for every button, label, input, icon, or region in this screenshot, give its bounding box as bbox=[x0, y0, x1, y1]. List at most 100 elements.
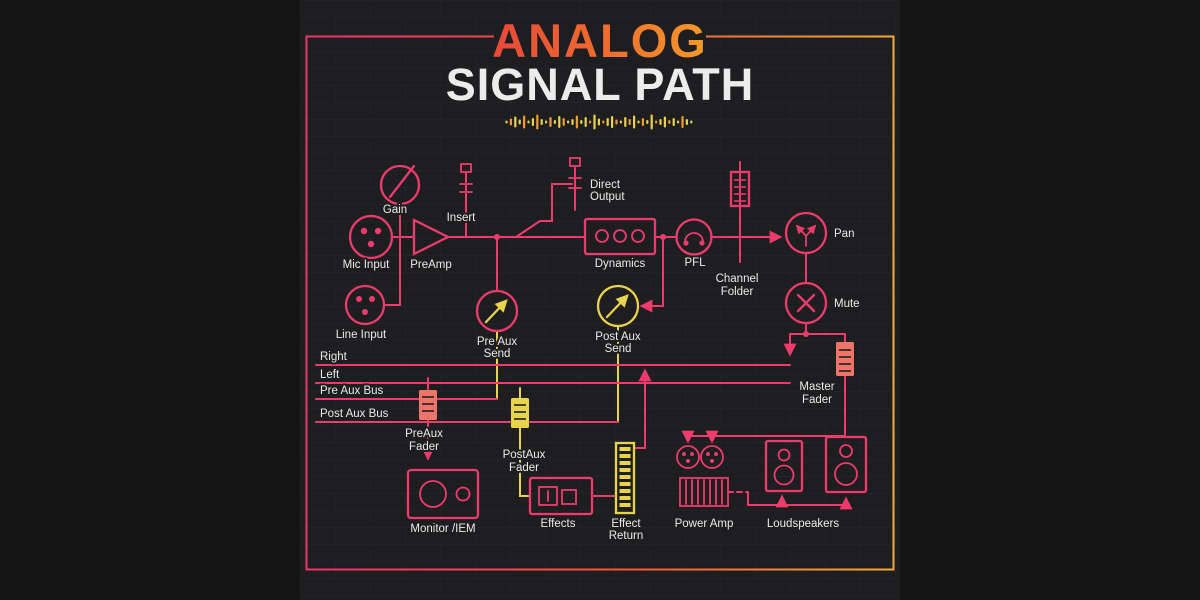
waveform-bar bbox=[531, 118, 534, 126]
gain-knob-icon bbox=[379, 164, 421, 206]
waveform-bar bbox=[672, 118, 675, 126]
post-aux-send-label-line2: Send bbox=[605, 343, 632, 355]
node-mute: Mute bbox=[784, 281, 862, 325]
channel-fader-handle-icon bbox=[729, 170, 751, 208]
monitor-iem-label: Monitor /IEM bbox=[410, 523, 475, 535]
meter-segment bbox=[619, 482, 631, 486]
node-power-amp: Power Amp bbox=[673, 445, 735, 532]
waveform-bar bbox=[677, 120, 680, 124]
meter-segment bbox=[619, 454, 631, 458]
waveform-bar bbox=[659, 119, 662, 125]
power-amp-heatsink-icon bbox=[679, 477, 729, 507]
meter-segment bbox=[619, 489, 631, 493]
waveform-bar bbox=[549, 117, 552, 127]
waveform-bar bbox=[540, 119, 543, 125]
pfl-label: PFL bbox=[684, 257, 706, 269]
bus-lines: Right Left Pre Aux Bus Post Aux Bus bbox=[315, 349, 791, 423]
power-amp-xlr-right-icon bbox=[700, 445, 724, 469]
pfl-headphones-icon bbox=[675, 218, 713, 256]
waveform-bar bbox=[641, 118, 644, 126]
node-post-aux-send: Post Aux Send bbox=[593, 284, 643, 357]
node-insert: Insert bbox=[445, 163, 478, 238]
waveform-bar bbox=[611, 116, 614, 128]
waveform-bar bbox=[637, 120, 640, 124]
bus-label-post-aux: Post Aux Bus bbox=[320, 408, 389, 420]
page-title-line2: SIGNAL PATH bbox=[446, 59, 755, 110]
master-fader-label-line2: Fader bbox=[802, 394, 832, 406]
direct-output-label-line2: Output bbox=[590, 191, 625, 203]
loudspeaker-right-icon bbox=[824, 435, 868, 494]
pan-label: Pan bbox=[834, 228, 854, 240]
dynamics-label: Dynamics bbox=[595, 258, 646, 270]
effects-label: Effects bbox=[541, 518, 576, 530]
node-direct-output: Direct Output bbox=[568, 157, 627, 211]
node-mic-input: Mic Input bbox=[341, 214, 394, 273]
preaux-fader-handle-icon bbox=[419, 390, 437, 420]
mute-icon bbox=[784, 281, 828, 325]
node-dynamics: Dynamics bbox=[583, 217, 657, 272]
waveform-bar bbox=[650, 114, 653, 130]
waveform-bar bbox=[514, 116, 517, 128]
waveform-bar bbox=[624, 117, 627, 127]
power-amp-label: Power Amp bbox=[675, 518, 734, 530]
waveform-bar bbox=[685, 119, 688, 125]
node-monitor-iem: Monitor /IEM bbox=[406, 468, 480, 537]
post-aux-send-knob-icon bbox=[596, 284, 640, 328]
power-amp-xlr-left-icon bbox=[676, 445, 700, 469]
effect-return-label-line1: Effect bbox=[611, 518, 641, 530]
preamp-label: PreAmp bbox=[410, 259, 452, 271]
dynamics-box-icon bbox=[583, 217, 657, 256]
node-preaux-fader: PreAux Fader bbox=[403, 377, 445, 461]
waveform-bar bbox=[668, 120, 671, 124]
channel-fader-label-line1: Channel bbox=[716, 273, 759, 285]
preaux-fader-label-line1: PreAux bbox=[405, 428, 443, 440]
gain-label: Gain bbox=[383, 204, 407, 216]
waveform-bar bbox=[518, 119, 521, 125]
waveform-bar bbox=[505, 120, 508, 124]
loudspeaker-left-icon bbox=[764, 439, 804, 493]
node-effect-return: Effect Return bbox=[607, 441, 645, 544]
postaux-fader-label-line1: PostAux bbox=[503, 449, 546, 461]
meter-segment bbox=[619, 468, 631, 472]
page-title-line1: ANALOG bbox=[492, 14, 708, 67]
waveform-bar bbox=[593, 114, 596, 130]
waveform-icon bbox=[505, 114, 693, 130]
bus-label-right: Right bbox=[320, 351, 348, 363]
waveform-bar bbox=[602, 120, 605, 124]
post-aux-send-label-line1: Post Aux bbox=[595, 331, 641, 343]
waveform-bar bbox=[619, 120, 622, 124]
waveform-bar bbox=[509, 118, 512, 126]
line-input-label: Line Input bbox=[336, 329, 387, 341]
waveform-bar bbox=[580, 120, 583, 124]
pan-icon bbox=[784, 211, 828, 255]
waveform-bar bbox=[589, 120, 592, 124]
pre-aux-send-label-line2: Send bbox=[484, 348, 511, 360]
node-effects: Effects bbox=[528, 476, 617, 532]
bus-label-left: Left bbox=[320, 369, 340, 381]
waveform-bar bbox=[606, 118, 609, 126]
node-loudspeakers: Loudspeakers bbox=[764, 435, 868, 532]
pre-aux-send-knob-icon bbox=[475, 289, 519, 333]
waveform-bar bbox=[567, 120, 570, 124]
effect-return-meter-bars bbox=[619, 447, 631, 507]
waveform-bar bbox=[628, 119, 631, 125]
meter-segment bbox=[619, 503, 631, 507]
effect-return-meter-icon bbox=[614, 441, 636, 515]
header: ANALOG SIGNAL PATH bbox=[446, 14, 755, 130]
meter-segment bbox=[619, 496, 631, 500]
bus-label-pre-aux: Pre Aux Bus bbox=[320, 385, 384, 397]
waveform-bar bbox=[655, 120, 658, 124]
node-pre-aux-send: Pre Aux Send bbox=[475, 289, 519, 362]
title-border-gap bbox=[494, 20, 706, 64]
waveform-bar bbox=[633, 115, 636, 129]
insert-label: Insert bbox=[447, 212, 477, 224]
waveform-bar bbox=[597, 118, 600, 126]
line-input-jack-icon bbox=[344, 284, 386, 326]
waveform-bar bbox=[558, 116, 561, 128]
node-pan: Pan bbox=[784, 211, 856, 255]
waveform-bar bbox=[584, 117, 587, 127]
master-fader-label-line1: Master bbox=[799, 381, 834, 393]
waveform-bar bbox=[571, 119, 574, 125]
